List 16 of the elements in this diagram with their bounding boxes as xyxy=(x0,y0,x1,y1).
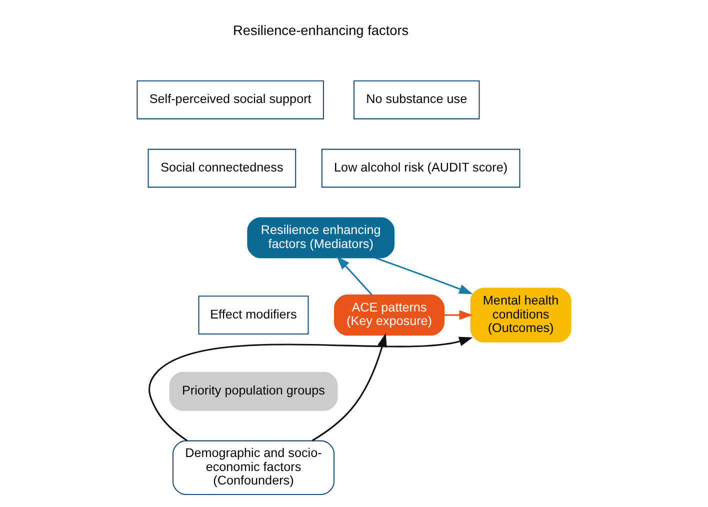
node-box: Self-perceived social support xyxy=(136,80,324,120)
node-box: No substance use xyxy=(353,80,480,120)
node-box: Mental health conditions (Outcomes) xyxy=(470,288,572,342)
label: Resilience-enhancing factors xyxy=(233,23,409,38)
arrow xyxy=(444,310,473,320)
node-box: Effect modifiers xyxy=(198,296,309,335)
arrow xyxy=(336,256,372,296)
node-box: Priority population groups xyxy=(169,372,338,411)
node-box: Social connectedness xyxy=(148,148,296,188)
arrow xyxy=(312,333,387,442)
node-box: Low alcohol risk (AUDIT score) xyxy=(321,148,520,188)
arrow xyxy=(148,336,473,442)
arrow xyxy=(374,257,473,294)
node-box: Resilience enhancing factors (Mediators) xyxy=(247,217,395,258)
node-box: ACE patterns (Key exposure) xyxy=(334,294,444,336)
node-box: Demographic and socio-economic factors (Confounders) xyxy=(172,440,335,496)
